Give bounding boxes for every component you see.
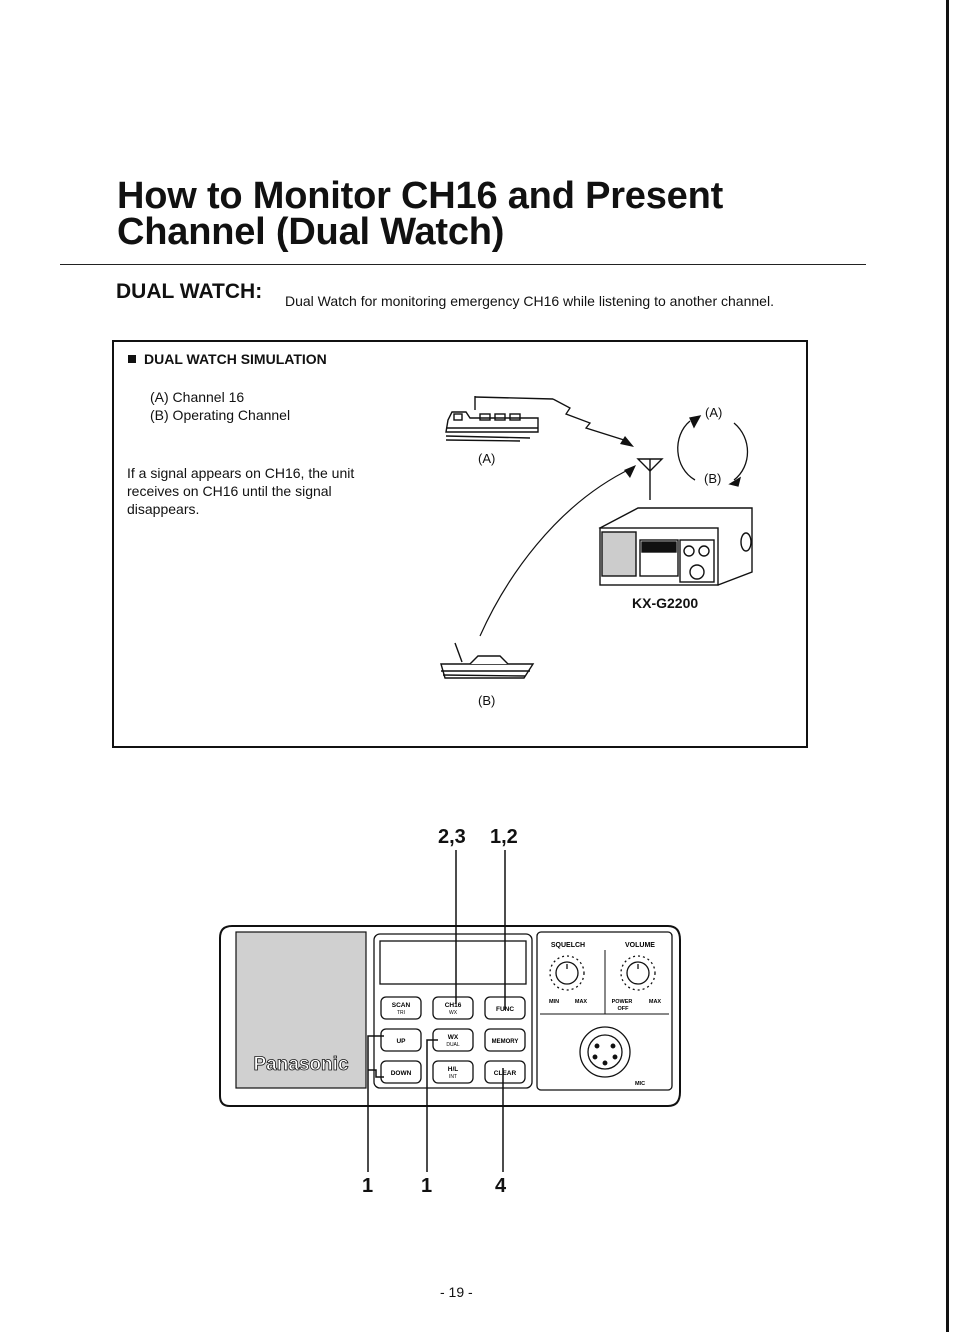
simulation-title: DUAL WATCH SIMULATION bbox=[128, 351, 327, 367]
simulation-title-text: DUAL WATCH SIMULATION bbox=[144, 351, 327, 367]
cycle-arrows-icon bbox=[677, 415, 748, 487]
squelch-max-label: MAX bbox=[575, 999, 588, 1005]
boat-a-icon bbox=[445, 396, 554, 442]
memory-button[interactable]: MEMORY bbox=[484, 1028, 526, 1052]
squelch-label: SQUELCH bbox=[551, 942, 585, 949]
lcd-display bbox=[379, 940, 527, 985]
dual-watch-label: DUAL WATCH: bbox=[116, 280, 263, 303]
model-label: KX-G2200 bbox=[632, 595, 699, 611]
volume-knob-icon bbox=[620, 955, 656, 991]
dual-watch-description: Dual Watch for monitoring emergency CH16… bbox=[285, 293, 774, 309]
power-label: POWER bbox=[612, 999, 633, 1005]
bullet-square-icon bbox=[128, 355, 136, 363]
page-title: How to Monitor CH16 and Present Channel … bbox=[117, 175, 724, 253]
legend-item-a: (A) Channel 16 bbox=[150, 389, 245, 405]
page-title-line-1: How to Monitor CH16 and Present bbox=[117, 175, 724, 217]
radio-unit-icon bbox=[598, 507, 753, 586]
scan-button[interactable]: SCAN TRI bbox=[380, 996, 422, 1020]
volume-label: VOLUME bbox=[625, 942, 655, 949]
speaker-grille bbox=[235, 931, 367, 1089]
signal-a-arrowhead bbox=[620, 436, 634, 447]
cycle-label-a: (A) bbox=[705, 405, 723, 420]
callout-lines bbox=[367, 850, 506, 1172]
antenna-icon bbox=[636, 458, 664, 500]
off-label: OFF bbox=[618, 1006, 630, 1012]
signal-b-icon bbox=[479, 467, 633, 637]
boat-a-label: (A) bbox=[478, 451, 496, 466]
brand-logo: Panasonic bbox=[253, 1054, 348, 1075]
page-title-line-2: Channel (Dual Watch) bbox=[117, 211, 505, 253]
hl-button-label: H/L bbox=[448, 1066, 459, 1073]
up-button-label: UP bbox=[396, 1038, 406, 1045]
callout-top-1: 2,3 bbox=[438, 826, 466, 848]
ch16-button-label: CH16 bbox=[445, 1002, 462, 1009]
signal-b-arrowhead bbox=[624, 465, 636, 478]
squelch-knob-icon bbox=[549, 955, 585, 991]
ch16-button-sublabel: WX bbox=[449, 1010, 458, 1016]
scan-button-label: SCAN bbox=[392, 1002, 411, 1009]
down-button-label: DOWN bbox=[391, 1070, 412, 1077]
wx-dual-button-label: WX bbox=[448, 1034, 459, 1041]
hl-button-sublabel: INT bbox=[449, 1074, 457, 1080]
up-button[interactable]: UP bbox=[380, 1028, 422, 1052]
clear-button[interactable]: CLEAR bbox=[484, 1060, 526, 1084]
mic-label: MIC bbox=[635, 1081, 645, 1087]
squelch-min-label: MIN bbox=[549, 999, 559, 1005]
callout-bottom-2: 1 bbox=[421, 1175, 433, 1197]
signal-a-icon bbox=[552, 398, 625, 441]
boat-b-label: (B) bbox=[478, 693, 496, 708]
wx-dual-button[interactable]: WX DUAL bbox=[432, 1028, 474, 1052]
volume-max-label: MAX bbox=[649, 999, 662, 1005]
boat-b-icon bbox=[440, 642, 535, 679]
simulation-box bbox=[112, 340, 808, 748]
down-button[interactable]: DOWN bbox=[380, 1060, 422, 1084]
mic-jack-icon[interactable] bbox=[579, 1026, 631, 1078]
wx-dual-button-sublabel: DUAL bbox=[446, 1042, 460, 1048]
callout-top-2: 1,2 bbox=[490, 826, 518, 848]
page-edge-rule bbox=[946, 0, 949, 1332]
page-number: - 19 - bbox=[440, 1284, 473, 1300]
callout-bottom-1: 1 bbox=[362, 1175, 374, 1197]
simulation-note: If a signal appears on CH16, the unit re… bbox=[127, 465, 355, 517]
title-divider bbox=[60, 264, 866, 265]
cycle-label-b: (B) bbox=[704, 471, 722, 486]
legend-item-b: (B) Operating Channel bbox=[150, 407, 291, 423]
memory-button-label: MEMORY bbox=[492, 1039, 519, 1045]
ch16-button[interactable]: CH16 WX bbox=[432, 996, 474, 1020]
scan-button-sublabel: TRI bbox=[397, 1010, 405, 1016]
hl-button[interactable]: H/L INT bbox=[432, 1060, 474, 1084]
callout-bottom-3: 4 bbox=[495, 1175, 507, 1197]
clear-button-label: CLEAR bbox=[494, 1070, 517, 1077]
simulation-legend: (A) Channel 16 (B) Operating Channel bbox=[150, 388, 290, 424]
